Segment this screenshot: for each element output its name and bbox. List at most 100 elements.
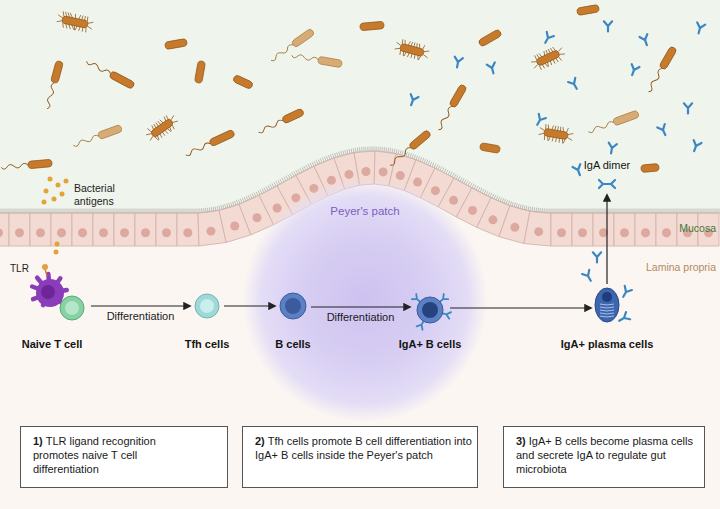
microvillus [552,209,553,214]
microvillus [382,147,383,151]
epithelial-nucleus [36,228,45,237]
bacterium-body [232,74,253,89]
microvillus [548,208,549,212]
bacterium [165,38,188,49]
arrow-connector [450,307,591,308]
cell-nucleus [602,292,612,302]
step-text-block: 2)Tfh cells promote B cell differentiati… [255,434,473,462]
microvillus [172,209,173,214]
endoplasmic-reticulum [600,313,614,314]
microvillus [650,209,651,214]
fimbria [399,50,401,55]
microvillus [570,209,571,214]
microvillus [178,209,179,214]
microvillus [34,209,35,214]
epithelial-nucleus [488,215,497,224]
microvillus [500,197,502,201]
microvillus [514,203,515,207]
bacterium [577,4,600,15]
microvillus [430,162,432,166]
microvillus [516,203,517,207]
microvillus [128,209,129,214]
epithelial-cell [593,213,614,246]
microvillus [64,209,65,214]
arrow-connector [91,305,190,306]
cell-nucleus [200,299,214,313]
microvillus [398,150,399,154]
cell-label: B cells [275,338,310,351]
antibody [617,312,630,324]
peyers-patch: B cellsIgA+ B cellsPeyer's patch [243,178,487,422]
microvillus [576,209,577,214]
microvillus [508,201,510,205]
step-text: Tfh cells promote B cell differentiation… [255,435,472,461]
microvillus [26,209,27,214]
microvillus [361,147,362,151]
microvillus [690,209,691,214]
microvillus [371,147,372,151]
arrow-connector [311,306,410,307]
microvillus [474,185,476,189]
step-box: 1)TLR ligand recognition promotes naive … [20,426,228,488]
cell-nucleus [285,298,301,314]
microvillus [58,209,59,214]
microvillus [215,206,217,210]
edge-label: Differentiation [327,311,395,324]
microvillus [274,182,276,186]
microvillus [492,194,494,198]
microvillus [580,209,581,214]
microvillus [402,151,403,155]
microvillus [558,209,559,214]
bacteria [1,4,677,172]
microvillus [560,209,561,214]
bacterium [184,129,235,158]
microvillus [246,196,248,200]
microvillus [90,209,91,214]
step-number: 3) [516,435,526,447]
microvillus [488,192,490,196]
microvillus [600,209,601,214]
cell-label: IgA+ B cells [399,338,462,351]
epithelial-nucleus [344,170,353,179]
microvillus [80,209,81,214]
cell-nucleus [422,302,438,318]
fimbria [424,50,429,53]
antibody [593,252,601,262]
microvillus [225,204,226,208]
endoplasmic-reticulum [600,310,614,311]
microvillus [502,198,504,202]
microvillus [74,209,75,214]
epithelial-nucleus [620,228,629,237]
microvillus [422,158,424,162]
microvillus [288,175,290,179]
microvillus [614,209,615,214]
microvillus [572,209,573,214]
antigen-dot [64,179,69,184]
endoplasmic-reticulum [600,307,614,308]
microvillus [0,209,1,214]
microvillus [126,209,127,214]
arrow-connector [224,305,275,306]
microvillus [428,161,430,165]
bacterium [480,143,501,154]
bacterium-body [480,143,501,154]
b-cell-body [417,297,443,323]
microvillus [82,209,83,214]
epithelial-nucleus [413,178,422,187]
microvillus [335,153,336,157]
epithelial-cell [156,213,177,246]
microvillus [498,197,500,201]
fimbria [560,52,565,56]
microvillus [636,209,637,214]
cell-label: IgA dimer [584,159,630,172]
microvillus [339,152,340,156]
microvillus [302,167,304,171]
microvillus [355,148,357,152]
microvillus [44,209,45,214]
microvillus [390,148,392,152]
epithelial-nucleus [534,227,543,236]
microvillus [112,209,113,214]
epithelial-nucleus [141,228,150,237]
